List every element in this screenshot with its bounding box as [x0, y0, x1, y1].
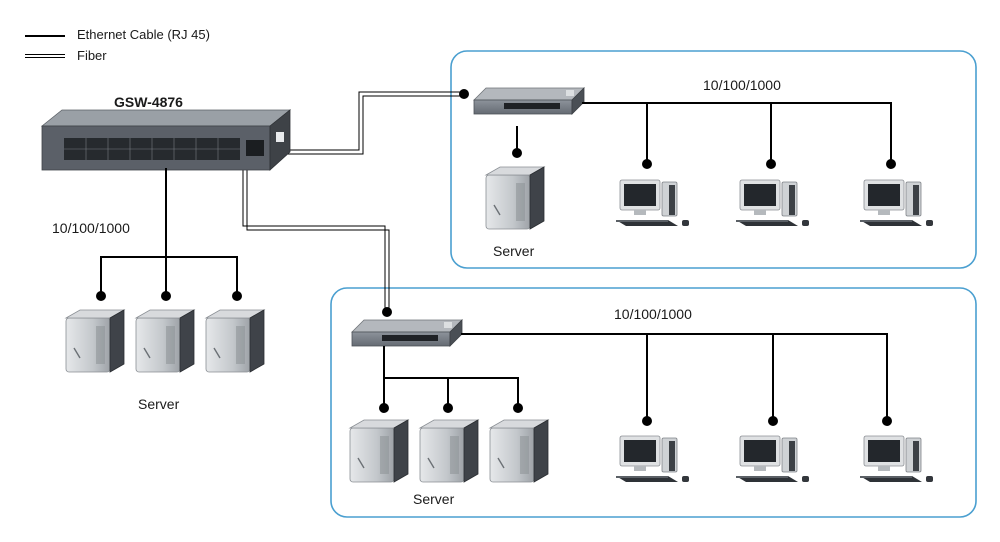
fiber-link-bottom: [242, 168, 390, 310]
top-workstation-3: [859, 179, 934, 227]
left-server-label: Server: [138, 396, 180, 412]
top-pc-port-3: [886, 159, 896, 169]
bottom-server-1: [349, 419, 409, 483]
legend-fiber-swatch: [25, 54, 65, 58]
bottom-workstation-2: [735, 435, 810, 483]
left-server-1: [65, 309, 125, 373]
bottom-ethernet-tree: [383, 333, 888, 421]
legend-ethernet-swatch: [25, 35, 65, 37]
top-server-port: [512, 148, 522, 158]
left-port-2: [161, 291, 171, 301]
left-port-3: [232, 291, 242, 301]
bottom-switch: [351, 319, 463, 347]
top-server-label: Server: [493, 243, 535, 259]
legend-ethernet-label: Ethernet Cable (RJ 45): [77, 27, 210, 42]
left-speed-label: 10/100/1000: [52, 220, 130, 236]
left-ethernet-tree: [100, 168, 238, 296]
bottom-server-3: [489, 419, 549, 483]
bottom-server-2: [419, 419, 479, 483]
bottom-workstation-1: [615, 435, 690, 483]
bottom-pc-port-3: [882, 416, 892, 426]
top-server: [485, 166, 545, 230]
bottom-server-port-2: [443, 403, 453, 413]
main-switch-gsw-4876: [40, 109, 292, 171]
bottom-server-port-1: [379, 403, 389, 413]
top-pc-port-2: [766, 159, 776, 169]
left-server-3: [205, 309, 265, 373]
bottom-speed-label: 10/100/1000: [614, 306, 692, 322]
bottom-network-frame: [330, 287, 977, 518]
top-ethernet-tree: [516, 102, 892, 164]
top-network-frame: [450, 50, 977, 269]
bottom-pc-port-1: [642, 416, 652, 426]
top-workstation-2: [735, 179, 810, 227]
top-workstation-1: [615, 179, 690, 227]
bottom-server-port-3: [513, 403, 523, 413]
left-port-1: [96, 291, 106, 301]
bottom-server-label: Server: [413, 491, 455, 507]
fiber-top-endpoint: [459, 89, 469, 99]
top-pc-port-1: [642, 159, 652, 169]
main-switch-label: GSW-4876: [114, 94, 183, 110]
bottom-workstation-3: [859, 435, 934, 483]
fiber-link-top: [288, 91, 462, 155]
left-server-2: [135, 309, 195, 373]
fiber-bottom-endpoint: [382, 307, 392, 317]
legend-fiber-label: Fiber: [77, 48, 107, 63]
top-switch: [473, 87, 585, 115]
bottom-pc-port-2: [768, 416, 778, 426]
top-speed-label: 10/100/1000: [703, 77, 781, 93]
